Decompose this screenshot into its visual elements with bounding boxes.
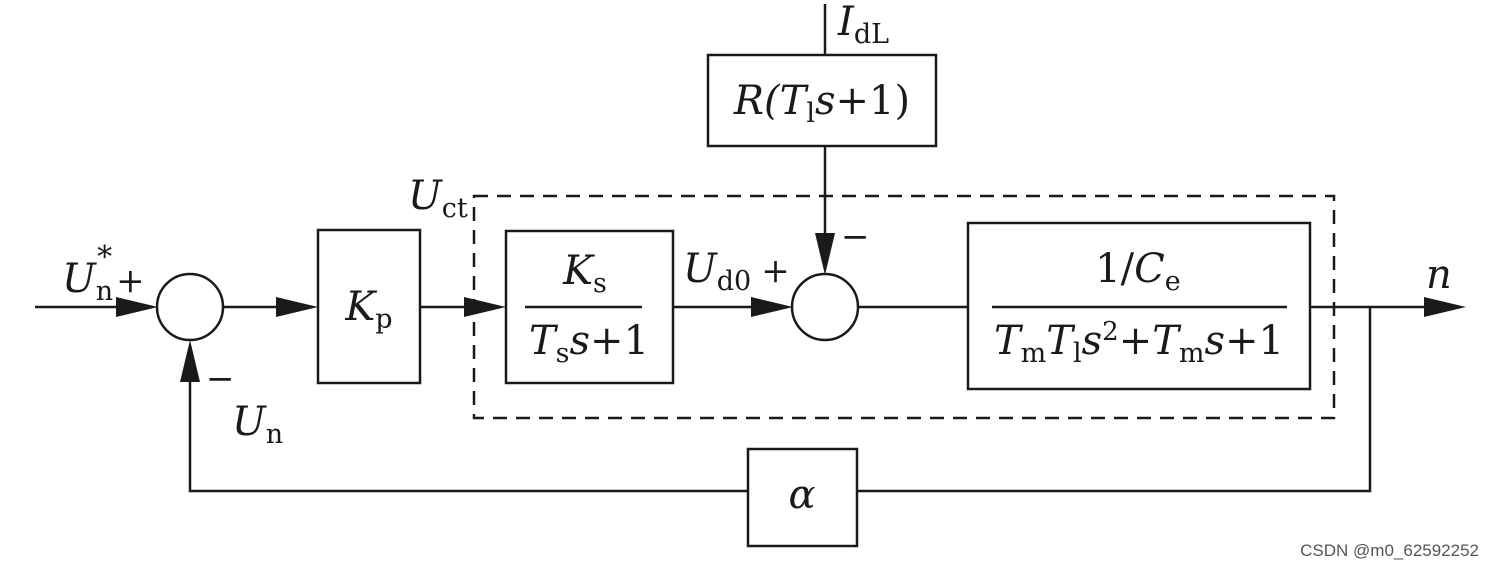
load-current-label: IdL <box>837 0 889 50</box>
arrow-output <box>1424 297 1466 317</box>
arrow-into-sum1 <box>116 297 158 317</box>
summing-junction-2 <box>790 272 860 342</box>
feedback-sign-label: − <box>206 359 235 399</box>
rectifier-numerator: Ks <box>562 248 607 299</box>
watermark-text: CSDN @m0_62592252 <box>1300 541 1479 560</box>
feedback-gain-block <box>746 447 859 548</box>
load-impedance-block <box>706 53 938 148</box>
reference-signal-label: Un*+ <box>62 240 145 307</box>
output-speed-label: n <box>1426 252 1452 298</box>
feedback-return-line <box>188 360 748 493</box>
rectifier-output-label: Ud0+ <box>683 246 790 297</box>
motor-numerator: 1/Ce <box>1095 246 1181 297</box>
control-voltage-label: Uct <box>408 173 468 224</box>
summing-junction-1 <box>155 272 225 342</box>
controller-label: Kp <box>344 284 392 335</box>
arrow-feedback-into-sum1 <box>180 340 200 382</box>
arrow-into-sum2 <box>751 297 793 317</box>
motor-denominator: TmTls2+Tms+1 <box>994 317 1284 369</box>
arrow-load-into-sum2 <box>815 233 835 275</box>
arrow-into-kp <box>276 297 318 317</box>
feedback-gain-label: α <box>788 472 815 518</box>
controller-block <box>316 228 422 385</box>
rectifier-denominator: Tss+1 <box>529 318 649 369</box>
feedback-signal-label: Un <box>232 399 283 450</box>
load-sign-label: − <box>841 217 870 257</box>
arrow-into-rectifier <box>464 297 506 317</box>
load-impedance-label: R(Tls+1) <box>733 78 910 129</box>
arrowheads <box>116 233 1466 382</box>
feedback-path-line <box>857 307 1372 493</box>
